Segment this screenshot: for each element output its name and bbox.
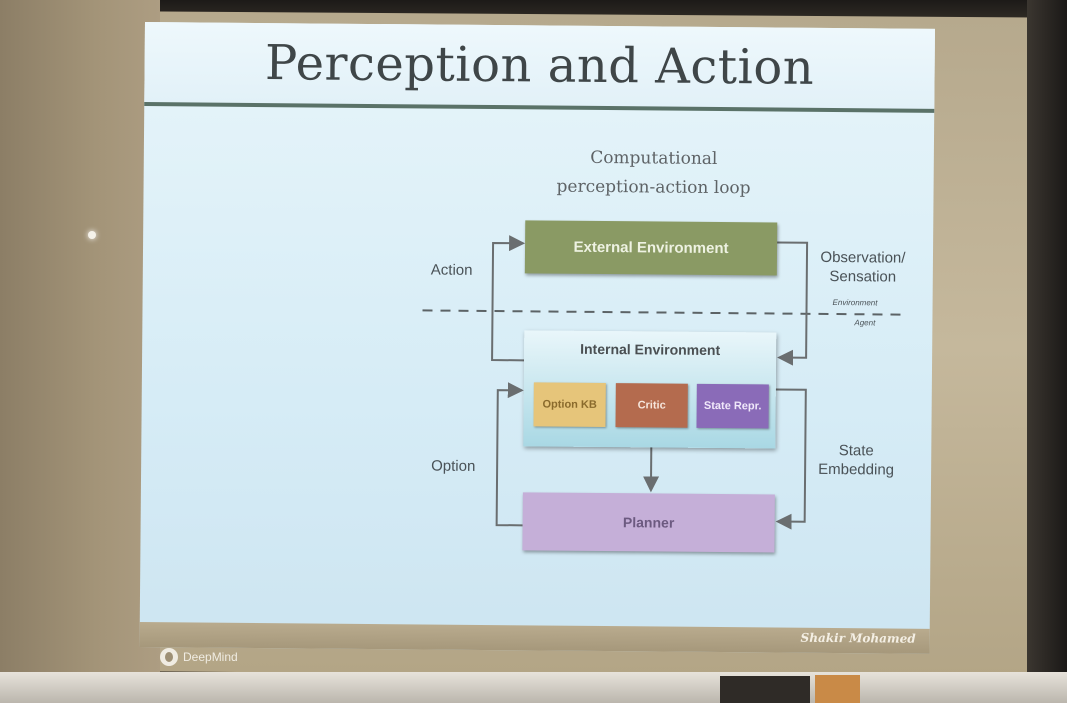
room-object-dark (720, 676, 810, 703)
state-embedding-label: State Embedding (811, 441, 901, 480)
state-embedding-line-2: Embedding (818, 460, 895, 479)
projected-slide: Perception and Action Computational perc… (139, 22, 935, 654)
boundary-label-agent: Agent (854, 318, 876, 328)
observation-line-2: Sensation (829, 267, 897, 286)
state-repr-box: State Repr. (696, 383, 769, 429)
diagram-connectors (422, 235, 908, 530)
brand-name: DeepMind (183, 650, 238, 664)
author-name: Shakir Mohamed (800, 630, 916, 646)
observation-arrow (777, 241, 809, 366)
room-object-orange (815, 675, 860, 703)
observation-label: Observation/ Sensation (813, 248, 913, 287)
boundary-label-environment: Environment (832, 298, 878, 308)
internal-environment-label: Internal Environment (580, 340, 721, 359)
environment-agent-boundary (422, 309, 908, 316)
state-embedding-line-1: State (838, 442, 874, 460)
room-wall-left (0, 0, 160, 703)
deepmind-logo-icon (160, 648, 178, 666)
room-wall-right (1027, 0, 1067, 703)
action-label: Action (430, 261, 473, 279)
planner-box: Planner (522, 492, 775, 553)
brand: DeepMind (160, 648, 238, 666)
observation-line-1: Observation/ (820, 248, 906, 267)
option-arrow (495, 382, 524, 527)
external-environment-box: External Environment (524, 220, 778, 276)
state-embedding-arrow (775, 388, 807, 530)
critic-box: Critic (615, 383, 688, 428)
action-arrow (491, 235, 526, 362)
laser-pointer-dot (88, 231, 96, 239)
internal-environment-box: Internal Environment Option KB Critic St… (523, 330, 777, 449)
room-floor (0, 672, 1067, 703)
option-kb-box: Option KB (533, 382, 606, 428)
option-label: Option (431, 457, 476, 475)
